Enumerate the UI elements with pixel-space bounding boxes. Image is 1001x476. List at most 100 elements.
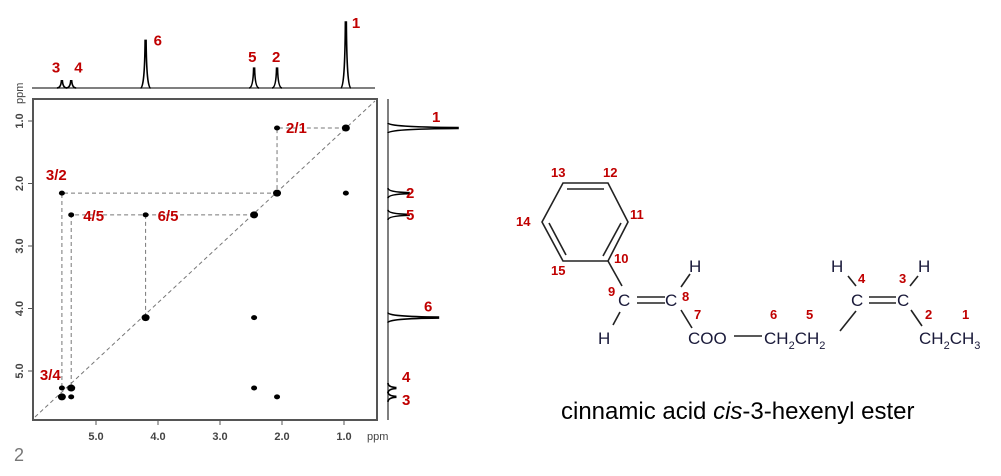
right-projection-peak — [387, 311, 440, 324]
top-peak-label: 2 — [272, 49, 280, 66]
right-peak-label: 2 — [406, 185, 414, 202]
atom-number: 12 — [603, 165, 617, 180]
bond — [909, 275, 919, 287]
bond — [847, 275, 857, 287]
cross-peak — [142, 212, 149, 218]
cross-peaks — [57, 124, 350, 401]
diagonal-peak — [273, 189, 282, 197]
cross-peak — [68, 394, 75, 400]
y-tick-label: 2.0 — [14, 176, 26, 191]
cross-peak — [58, 385, 65, 391]
top-projection-peak — [248, 67, 260, 89]
top-projection: 1 25 6 43 — [32, 15, 375, 89]
atom-ch2-6: CH2CH2 — [764, 329, 825, 352]
right-projection: 1 2 5 6 4 3 — [387, 99, 459, 420]
top-projection-peak — [66, 79, 77, 89]
cross-peak-label: 2/1 — [286, 120, 307, 137]
cross-peak-label: 4/5 — [83, 208, 104, 225]
top-peak-label: 4 — [74, 60, 83, 77]
top-peak-label: 5 — [248, 49, 256, 66]
bond — [910, 309, 923, 327]
right-projection-peak — [387, 187, 410, 199]
atom-number: 11 — [630, 207, 644, 222]
x-tick-label: 3.0 — [212, 431, 227, 443]
atom-number: 13 — [551, 165, 565, 180]
cross-peak — [58, 190, 65, 196]
bond — [612, 311, 621, 326]
atom-ch2ch3: CH2CH3 — [919, 329, 980, 352]
cross-peak — [274, 394, 281, 400]
top-projection-peak — [56, 79, 67, 89]
compound-caption: cinnamic acid cis-3-hexenyl ester — [561, 398, 914, 425]
right-peak-label: 1 — [432, 109, 440, 126]
cross-peak — [342, 190, 349, 196]
correlation-path — [70, 214, 255, 389]
atom-number: 6 — [770, 307, 777, 322]
x-tick-label: 1.0 — [336, 431, 351, 443]
cross-peak-labels: 2/1 3/2 6/5 4/5 3/4 — [40, 120, 307, 384]
x-tick-label: 5.0 — [88, 431, 103, 443]
bond — [839, 310, 857, 332]
diagonal-peak — [141, 314, 150, 322]
atom-number: 3 — [899, 271, 906, 286]
x-axis-label: ppm — [367, 431, 388, 443]
top-peak-label: 3 — [52, 60, 60, 77]
atom-coo: COO — [688, 329, 727, 348]
atom-number: 10 — [614, 251, 628, 266]
atom-number: 7 — [694, 307, 701, 322]
atom-h4: H — [831, 257, 843, 276]
y-tick-label: 1.0 — [14, 113, 26, 128]
ring-double-bond — [602, 222, 622, 257]
diagonal-peak — [250, 211, 259, 219]
diagonal-peak — [341, 124, 350, 132]
y-tick-label: 4.0 — [14, 301, 26, 316]
x-axis: 5.0 4.0 3.0 2.0 1.0 — [88, 420, 352, 443]
page-number: 2 — [14, 445, 24, 465]
diagonal-peak — [57, 393, 66, 401]
right-peak-label: 6 — [424, 299, 432, 316]
atom-c4: C — [851, 291, 863, 310]
cross-peak-label: 3/4 — [40, 367, 62, 384]
atom-c9: C — [618, 291, 630, 310]
x-tick-label: 2.0 — [274, 431, 289, 443]
right-projection-peak — [387, 391, 397, 402]
cross-peak-label: 6/5 — [158, 208, 179, 225]
y-tick-label: 3.0 — [14, 238, 26, 253]
right-peak-label: 3 — [402, 392, 410, 409]
cross-peak — [251, 385, 258, 391]
atom-c3: C — [897, 291, 909, 310]
cross-peak — [274, 125, 281, 131]
bond — [680, 309, 693, 329]
bond — [607, 260, 623, 287]
right-projection-peak — [387, 122, 459, 134]
atom-c8: C — [665, 291, 677, 310]
bond — [680, 273, 691, 288]
atom-number: 8 — [682, 289, 689, 304]
molecular-structure — [541, 182, 923, 337]
cosy-spectrum: 2/1 3/2 6/5 4/5 3/4 5.0 4.0 3.0 2.0 1.0 1.0 2.0 3.… — [14, 15, 459, 443]
diagonal-peak — [67, 384, 76, 392]
atom-number: 5 — [806, 307, 813, 322]
y-tick-label: 5.0 — [14, 363, 26, 378]
top-peak-label: 1 — [352, 15, 360, 32]
x-tick-label: 4.0 — [150, 431, 165, 443]
atom-number: 15 — [551, 263, 565, 278]
right-peak-label: 5 — [406, 207, 414, 224]
top-projection-peak — [271, 67, 283, 89]
right-peak-label: 4 — [402, 369, 411, 386]
y-axis: 1.0 2.0 3.0 4.0 5.0 — [14, 113, 33, 379]
atom-number: 1 — [962, 307, 969, 322]
ring-double-bond — [548, 222, 567, 256]
atom-h3: H — [918, 257, 930, 276]
atom-number: 9 — [608, 284, 615, 299]
atom-number: 2 — [925, 307, 932, 322]
right-projection-peak — [387, 209, 410, 221]
atom-h9: H — [598, 329, 610, 348]
atom-h8: H — [689, 257, 701, 276]
diagonal-line — [34, 100, 376, 418]
top-peak-label: 6 — [154, 32, 162, 49]
top-projection-peak — [340, 21, 352, 89]
plot-frame — [32, 98, 378, 421]
cross-peak-label: 3/2 — [46, 167, 67, 184]
